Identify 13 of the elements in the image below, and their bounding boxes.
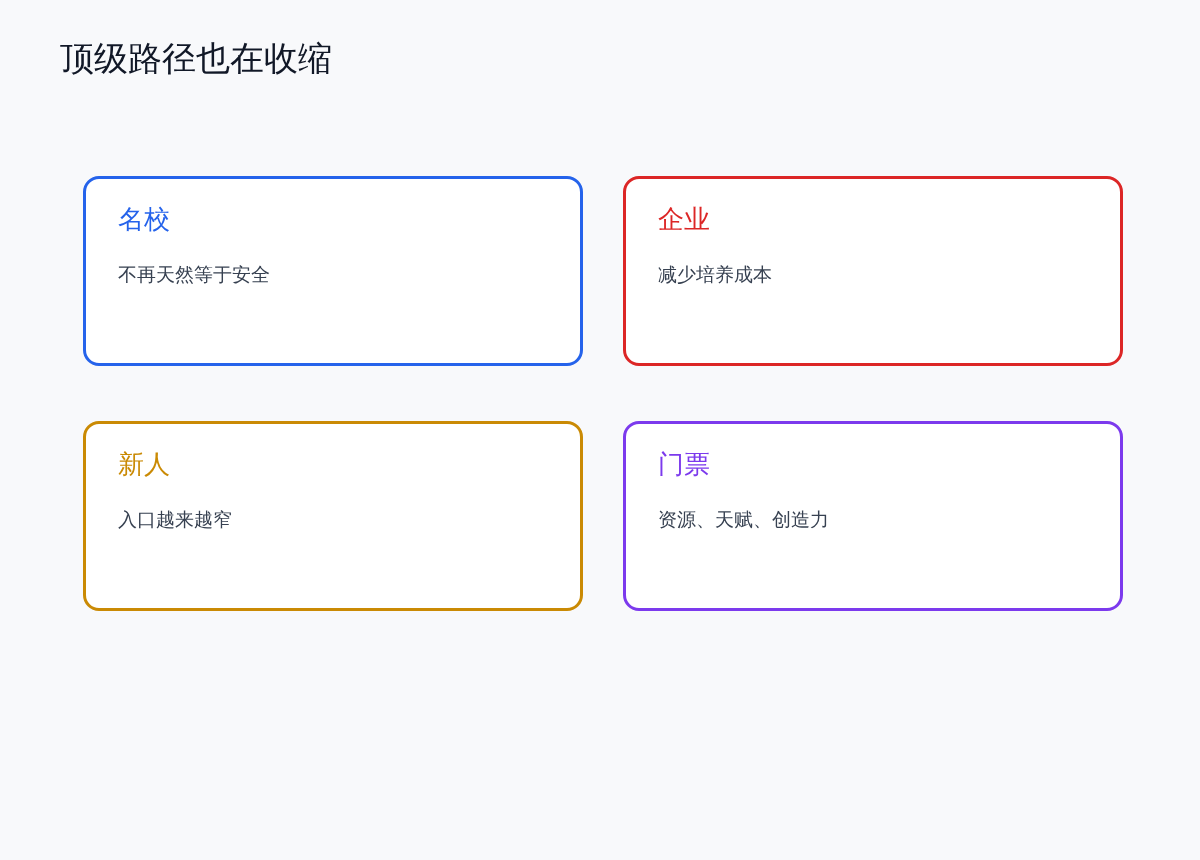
card-heading: 门票 [658, 449, 710, 481]
title: 顶级路径也在收缩 [60, 38, 332, 79]
card-text: 不再天然等于安全 [118, 263, 270, 287]
card-heading: 企业 [658, 204, 710, 236]
card [83, 176, 583, 366]
card-text: 减少培养成本 [658, 263, 772, 287]
card-heading: 新人 [118, 449, 170, 481]
card-heading: 名校 [118, 204, 170, 236]
card [623, 176, 1123, 366]
card [623, 421, 1123, 611]
card [83, 421, 583, 611]
card-text: 资源、天赋、创造力 [658, 508, 829, 532]
card-text: 入口越来越窄 [118, 508, 232, 532]
